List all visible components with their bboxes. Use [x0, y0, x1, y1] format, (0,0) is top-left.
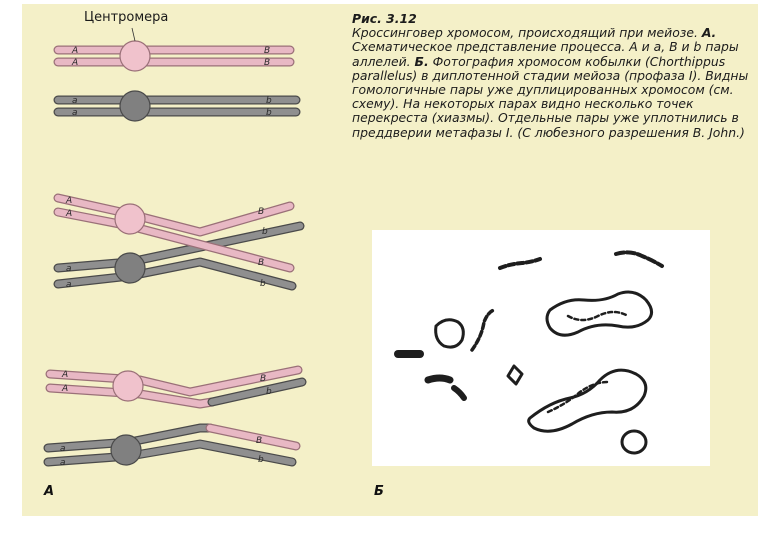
allele-label-upper-right: B: [256, 436, 262, 446]
centromere-pointer: [131, 27, 136, 42]
gray-centromere: [119, 90, 151, 122]
chromosome-bivalent: [434, 318, 465, 349]
chromosome-micrograph: [394, 250, 664, 455]
pink-centromere: [119, 40, 151, 72]
allele-label-lower-left: a: [72, 108, 78, 118]
allele-label-lower-left: a: [60, 444, 66, 454]
allele-label-upper-left: A: [71, 46, 78, 56]
allele-label-upper-left: A: [65, 196, 72, 206]
chromosome-bivalent: [506, 364, 524, 386]
gray-recombinant-segment: [208, 378, 306, 406]
allele-label-upper-right: B: [258, 207, 264, 217]
allele-label-upper-left: A: [61, 370, 68, 380]
allele-label-lower-right: b: [266, 96, 272, 106]
pink-recombinant-segment: [206, 424, 300, 450]
allele-label-upper-left: A: [61, 384, 68, 394]
chromosome-bivalent: [451, 385, 467, 401]
caption-title: Рис. 3.12: [352, 11, 417, 26]
chromosome-bivalent: [614, 250, 664, 268]
caption-text: Б.: [414, 53, 429, 69]
pink-centromere: [114, 203, 146, 235]
allele-label-upper-right: B: [264, 58, 270, 68]
pink-centromere: [112, 370, 144, 402]
allele-label-lower-left: a: [60, 458, 66, 468]
chromosome-bivalent: [545, 290, 653, 337]
caption-text: А.: [701, 25, 717, 41]
allele-label-lower-right: b: [258, 455, 264, 465]
gray-centromere: [110, 434, 142, 466]
allele-label-lower-right: b: [266, 108, 272, 118]
chromosome-bivalent: [527, 368, 648, 433]
pink-chromatid: [46, 366, 302, 396]
figure-caption: Рис. 3.12 Кроссинговер хромосом, происхо…: [352, 11, 750, 140]
allele-label-lower-right: b: [260, 279, 266, 289]
allele-label-upper-right: B: [258, 258, 264, 268]
stage-after-crossover: A A B b a a B b: [43, 365, 307, 468]
gray-centromere: [114, 252, 146, 284]
allele-label-lower-left: a: [66, 280, 72, 290]
stage-before-crossover: A A B B a a b b: [53, 27, 301, 122]
chromosome-bivalent: [498, 257, 542, 270]
allele-label-upper-left: A: [65, 209, 72, 219]
chromosome-bivalent: [566, 310, 630, 322]
stage-chiasma: A A B b a a B b: [53, 193, 305, 291]
chromosome-bivalent: [546, 380, 610, 414]
allele-label-upper-right: B: [264, 46, 270, 56]
chromosome-bivalent: [620, 429, 648, 455]
caption-text: Фотография хромосом кобылки (Chorthippus…: [352, 53, 749, 140]
caption-text: Кроссинговер хромосом, происходящий при …: [352, 25, 702, 41]
pink-chromatid: [54, 194, 294, 236]
pink-chromatid: [46, 384, 216, 408]
panel-label-a: А: [44, 484, 55, 499]
allele-label-upper-right: B: [260, 374, 266, 384]
gray-chromatid: [54, 258, 296, 290]
caption-text: Схематическое представление процесса. А …: [352, 39, 739, 69]
chromosome-bivalent: [470, 308, 496, 352]
allele-label-lower-right: b: [262, 227, 268, 237]
allele-label-lower-left: a: [66, 264, 72, 274]
allele-label-lower-right: b: [266, 387, 272, 397]
panel-label-b: Б: [374, 484, 384, 499]
allele-label-upper-left: A: [71, 58, 78, 68]
gray-chromatid: [44, 424, 214, 452]
gray-chromatid: [44, 440, 296, 466]
chromosome-bivalent: [424, 374, 454, 384]
micrograph-photo: [372, 230, 710, 466]
centromere-label: Центромера: [84, 10, 169, 25]
allele-label-lower-left: a: [72, 96, 78, 106]
